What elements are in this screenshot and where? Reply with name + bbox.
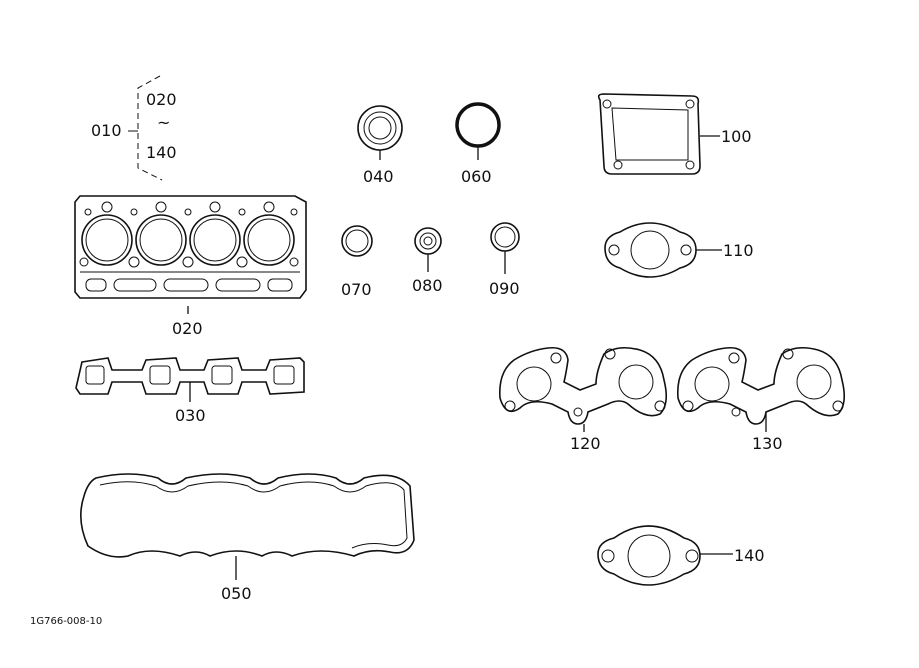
flange-110-label: 110	[723, 241, 754, 260]
seal-040-label: 040	[363, 167, 394, 186]
ring-070-label: 070	[341, 280, 372, 299]
plate-100-label: 100	[721, 127, 752, 146]
head-gasket-label: 020	[172, 319, 203, 338]
exhaust-gasket-120: 120	[498, 346, 668, 453]
range-start-label: 020	[146, 90, 177, 109]
flange-140-label: 140	[734, 546, 765, 565]
o-ring-060: 060	[455, 102, 501, 186]
ring-090-label: 090	[489, 279, 520, 298]
exhaust-gasket-130: 130	[676, 346, 846, 453]
cover-gasket-label: 050	[221, 584, 252, 603]
flange-gasket-110: 110	[604, 222, 754, 278]
inlet-manifold-gasket: 030	[75, 357, 305, 425]
kit-label: 010	[91, 121, 122, 140]
inlet-gasket-label: 030	[175, 406, 206, 425]
exhaust-130-label: 130	[752, 434, 783, 453]
ring-070: 070	[341, 225, 373, 299]
drawing-reference: 1G766-008-10	[30, 616, 102, 627]
exhaust-120-label: 120	[570, 434, 601, 453]
plate-gasket-100: 100	[597, 93, 752, 175]
ring-090: 090	[489, 222, 520, 298]
flange-gasket-140: 140	[597, 525, 765, 586]
head-cover-gasket: 050	[80, 473, 415, 603]
range-separator: ~	[157, 113, 170, 132]
range-end-label: 140	[146, 143, 177, 162]
kit-range-bracket: 010 020 ~ 140	[91, 75, 177, 181]
cylinder-head-gasket: 020	[74, 195, 307, 338]
seal-080: 080	[412, 227, 443, 295]
oil-seal-040: 040	[357, 105, 403, 186]
oring-060-label: 060	[461, 167, 492, 186]
seal-080-label: 080	[412, 276, 443, 295]
